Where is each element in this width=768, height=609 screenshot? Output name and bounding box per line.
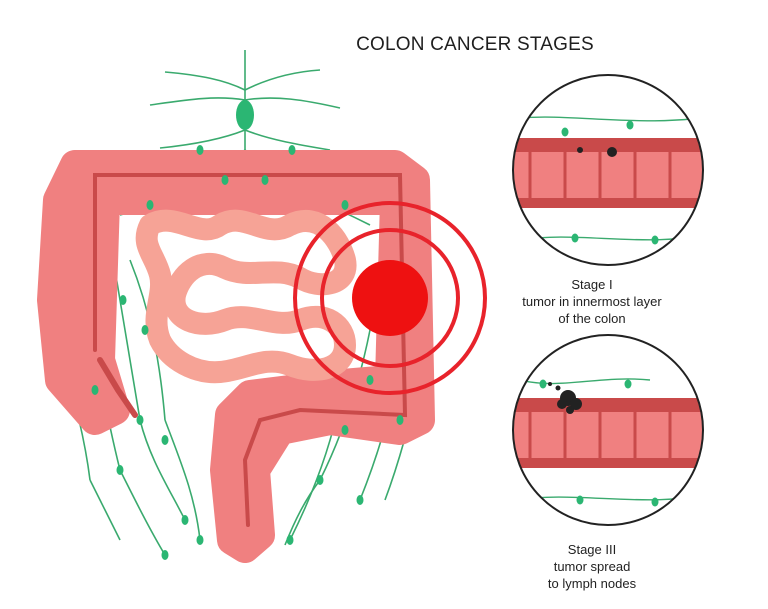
stage-1-label: Stage I bbox=[571, 277, 613, 292]
stage-3-inset bbox=[512, 334, 704, 526]
small-intestine bbox=[135, 209, 357, 384]
stage-1-line2: of the colon bbox=[558, 311, 626, 326]
stage-1-inset bbox=[512, 74, 704, 266]
cancer-cell bbox=[607, 147, 617, 157]
stage-1-caption: Stage I tumor in innermost layer of the … bbox=[492, 276, 692, 327]
cancer-cell-cluster bbox=[548, 382, 582, 414]
tumor-target bbox=[293, 201, 487, 395]
stage-3-caption: Stage III tumor spread to lymph nodes bbox=[492, 541, 692, 592]
stage-1-line1: tumor in innermost layer bbox=[522, 294, 662, 309]
stage-3-line2: to lymph nodes bbox=[547, 576, 637, 591]
large-intestine bbox=[37, 150, 435, 563]
stage-3-label: Stage III bbox=[567, 542, 617, 557]
stage-3-line1: tumor spread bbox=[553, 559, 631, 574]
cancer-cell bbox=[577, 147, 583, 153]
diagram-title: COLON CANCER STAGES bbox=[356, 34, 594, 55]
tumor bbox=[352, 260, 428, 336]
lymph-nodes bbox=[91, 100, 404, 560]
